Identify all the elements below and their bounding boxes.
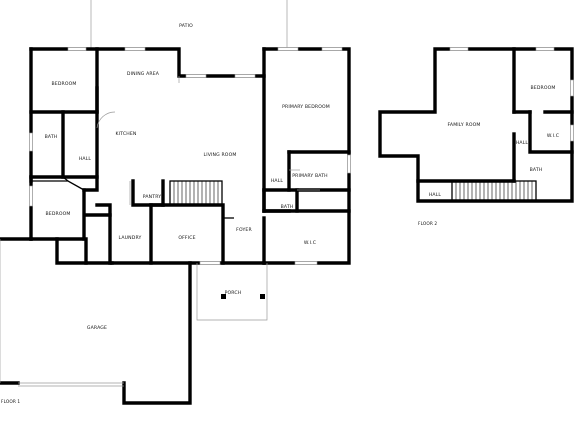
room-label-dining-area: DINING AREA [127,71,160,77]
room-label-bath-small: BATH [281,204,294,210]
floor-1-label: FLOOR 1 [1,399,20,405]
interior-walls [29,47,351,265]
room-label-bedroom-left: BEDROOM [45,211,70,217]
porch-outline [196,263,268,321]
floor-2-plan: FAMILY ROOM BEDROOM HALL W.I.C BATH HALL… [378,47,574,227]
door-details [96,76,320,219]
floor-2-interior-walls [416,47,574,183]
room-label-patio: PATIO [179,23,193,29]
floor-2-windows [449,47,574,142]
room-label-hall-bottom: HALL [429,192,442,198]
room-label-wic-floor-2: W.I.C [547,133,559,139]
room-label-bath-floor-2: BATH [530,167,543,173]
room-label-hall-left: HALL [79,156,92,162]
room-label-garage: GARAGE [87,325,107,331]
staircase-floor-1 [169,180,223,206]
room-label-bedroom: BEDROOM [530,85,555,91]
exterior-walls [0,47,351,405]
windows [29,47,351,265]
porch-post [260,294,265,299]
floor-2-label: FLOOR 2 [418,221,437,227]
room-label-bath: BATH [45,134,58,140]
room-label-primary-bedroom: PRIMARY BEDROOM [282,104,330,110]
room-label-office: OFFICE [178,235,195,241]
room-label-kitchen: KITCHEN [116,131,137,137]
room-label-wic: W.I.C [304,240,316,246]
room-label-pantry: PANTRY [143,194,162,200]
room-label-living-room: LIVING ROOM [204,152,237,158]
room-label-porch: PORCH [225,290,242,296]
bedroom-left-walls [31,176,85,191]
room-label-hall-mid: HALL [516,140,529,146]
room-label-hall-right: HALL [271,178,284,184]
room-label-primary-bath: PRIMARY BATH [292,173,328,179]
floor-1-plan: PATIO BEDROOM DINING AREA PRIMARY BEDROO… [0,0,351,405]
room-label-family-room: FAMILY ROOM [448,122,481,128]
room-label-foyer: FOYER [236,227,252,233]
room-label-laundry: LAUNDRY [119,235,142,241]
floor-2-exterior-walls [378,47,574,203]
patio-outline [90,0,288,49]
garage-door [0,239,124,387]
room-label-bedroom-top: BEDROOM [51,81,76,87]
porch-post [221,294,226,299]
staircase-floor-2 [451,180,537,202]
